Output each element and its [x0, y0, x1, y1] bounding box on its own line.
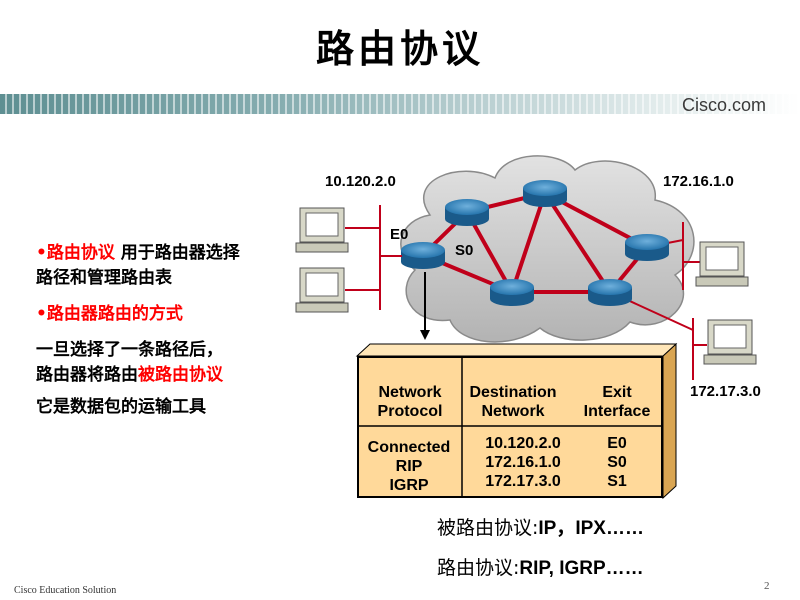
rt-cell: E0 [607, 435, 627, 452]
interface-label-s0: S0 [455, 242, 474, 259]
router-icon [523, 180, 567, 207]
rt-col-protocol: Connected RIP IGRP [358, 438, 460, 495]
lan-segment-left [345, 205, 402, 310]
bullet-3-line1: 一旦选择了一条路径后， [36, 340, 223, 360]
arrow-down-icon [420, 272, 430, 340]
bullet-1: •路由协议 用于路由器选择 [36, 242, 240, 264]
routing-table [357, 356, 663, 498]
computer-icon [295, 207, 349, 253]
router-icon [588, 279, 632, 306]
caption-routing-label: 路由协议: [437, 557, 520, 579]
rt-header-exit: Exit Interface [572, 383, 662, 421]
caption-routed-protocol: 被路由协议:IP，IPX…… [437, 513, 644, 540]
rt-header-destination: Destination Network [460, 383, 566, 421]
bullet-3-line2-b: 被路由协议 [138, 365, 223, 385]
caption-routing-protocol: 路由协议:RIP, IGRP…… [437, 553, 644, 580]
lan-segment-right [682, 222, 707, 380]
rt-header-destination-l2: Network [481, 403, 545, 420]
rt-cell: 10.120.2.0 [485, 435, 561, 452]
bullet-1-head: 路由协议 [46, 243, 115, 263]
rt-cell: 172.16.1.0 [485, 454, 561, 471]
caption-routing-value: RIP, IGRP…… [519, 558, 644, 579]
rt-cell: S0 [607, 454, 627, 471]
bullet-2-head: 路由器路由的方式 [46, 304, 183, 324]
caption-routed-value: IP，IPX…… [538, 518, 644, 539]
rt-cell: S1 [607, 473, 627, 490]
header-banner-stripes [0, 94, 800, 114]
router-icon [445, 199, 489, 226]
bullet-1-line2: 路径和管理路由表 [36, 268, 172, 288]
rt-cell: IGRP [389, 477, 429, 494]
router-icon [401, 242, 445, 269]
rt-cell: RIP [395, 458, 423, 475]
page-number: 2 [764, 580, 770, 592]
caption-routed-label: 被路由协议: [437, 517, 539, 539]
bullet-3-line3: 它是数据包的运输工具 [36, 397, 206, 417]
rt-cell: Connected [367, 439, 451, 456]
computer-icon [695, 241, 749, 287]
rt-header-exit-l2: Interface [583, 403, 651, 420]
bullet-1-rest: 用于路由器选择 [120, 243, 240, 263]
rt-header-destination-l1: Destination [469, 384, 557, 401]
computer-icon [703, 319, 757, 365]
bullet-dot: • [36, 243, 47, 263]
brand-logo-text: Cisco.com [682, 95, 767, 115]
rt-header-protocol: Network Protocol [360, 383, 460, 421]
rt-header-protocol-l2: Protocol [377, 403, 443, 420]
bullet-3-line2-a: 路由器将路由 [36, 365, 138, 385]
network-label-right-bottom: 172.17.3.0 [690, 383, 761, 400]
rt-header-exit-l1: Exit [602, 384, 632, 401]
router-icon [625, 234, 669, 261]
network-label-right-top: 172.16.1.0 [663, 173, 734, 190]
router-icon [490, 279, 534, 306]
bullet-3-line2: 路由器将路由被路由协议 [36, 364, 223, 386]
rt-col-network: 10.120.2.0 172.16.1.0 172.17.3.0 [464, 434, 582, 491]
rt-cell: 172.17.3.0 [485, 473, 561, 490]
network-label-left: 10.120.2.0 [325, 173, 396, 190]
footer-text: Cisco Education Solution [14, 585, 117, 596]
rt-col-iface: E0 S0 S1 [592, 434, 642, 491]
bullet-dot: • [36, 304, 47, 324]
rt-header-protocol-l1: Network [378, 384, 442, 401]
slide-title: 路由协议 [315, 27, 484, 71]
bullet-2: •路由器路由的方式 [36, 303, 183, 325]
interface-label-e0: E0 [390, 226, 409, 243]
computer-icon [295, 267, 349, 313]
